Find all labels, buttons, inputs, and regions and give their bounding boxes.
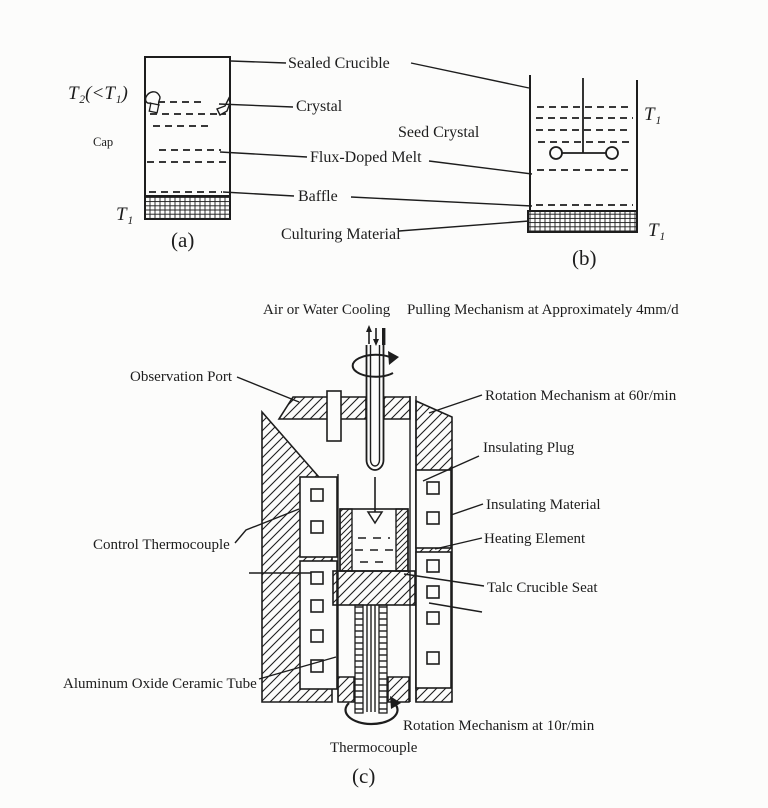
rotation-arrow-top-icon <box>351 351 399 378</box>
cooling-arrows-icon <box>366 325 386 346</box>
crystal-label: Crystal <box>296 98 343 115</box>
temp-bottom-b-label: T₁ <box>648 220 665 241</box>
culturing-material-label: Culturing Material <box>281 226 401 243</box>
panel-c-caption: (c) <box>352 764 375 788</box>
rotation-arrow-bottom-icon <box>344 696 401 726</box>
air-or-water-cooling-label: Air or Water Cooling <box>263 302 391 318</box>
insulating-material-label: Insulating Material <box>486 497 601 513</box>
observation-port-label: Observation Port <box>130 369 233 385</box>
temp-top-a-label: T₂(<T₁) <box>68 83 128 104</box>
aluminum-oxide-ceramic-tube-label: Aluminum Oxide Ceramic Tube <box>63 676 257 692</box>
shared-leader-lines <box>218 60 533 232</box>
heating-element-left-lower <box>299 560 338 690</box>
heating-element-label: Heating Element <box>484 531 586 547</box>
panel-b-caption: (b) <box>572 246 597 270</box>
talc-crucible-seat-label: Talc Crucible Seat <box>487 580 598 596</box>
pulling-mechanism-label: Pulling Mechanism at Approximately 4mm/d <box>407 302 679 318</box>
pulling-rod-tube <box>365 345 385 512</box>
thermocouple-label: Thermocouple <box>330 740 418 756</box>
flux-doped-melt-label: Flux-Doped Melt <box>310 149 422 166</box>
insulating-plug-label: Insulating Plug <box>483 440 575 456</box>
panel-a: T₂(<T₁) Cap T₁ (a) <box>68 56 231 252</box>
sealed-crucible-label: Sealed Crucible <box>288 55 390 72</box>
heating-element-right-upper <box>415 469 452 549</box>
crucible-melt-dashes <box>355 537 393 563</box>
shared-labels: Sealed Crucible Crystal Seed Crystal Flu… <box>218 55 533 243</box>
melt-dashes-b <box>536 106 633 206</box>
culturing-material-band-b <box>527 210 638 233</box>
seed-crystal-label: Seed Crystal <box>398 124 480 141</box>
inner-crucible <box>339 508 409 572</box>
rotation-mechanism-top-label: Rotation Mechanism at 60r/min <box>485 388 677 404</box>
baffle-label: Baffle <box>298 188 338 205</box>
cap-label: Cap <box>93 135 113 149</box>
panel-a-caption: (a) <box>171 228 194 252</box>
talc-crucible-seat-block <box>332 570 416 606</box>
panel-c-leader-lines <box>234 376 485 680</box>
crystal-right-shape <box>216 95 231 116</box>
seed-crystal-holder <box>549 78 619 160</box>
furnace-lid-left <box>277 396 367 420</box>
melt-dashes-a <box>147 101 226 193</box>
furnace-lid-right <box>383 396 411 420</box>
observation-port-tube <box>326 390 342 442</box>
thermocouple-tubes <box>354 604 388 714</box>
crystal-left-shape <box>144 91 161 114</box>
temp-top-b-label: T₁ <box>644 104 661 125</box>
heating-element-left-upper <box>299 476 338 558</box>
panel-c: Air or Water Cooling Pulling Mechanism a… <box>63 302 679 788</box>
rotation-mechanism-bottom-label: Rotation Mechanism at 10r/min <box>403 718 595 734</box>
bottom-block-left <box>337 676 355 703</box>
temp-bottom-a-label: T₁ <box>116 204 133 225</box>
culturing-material-band-a <box>144 195 231 220</box>
panel-b: T₁ T₁ (b) <box>527 75 665 270</box>
control-thermocouple-label: Control Thermocouple <box>93 537 230 553</box>
heating-element-right-lower <box>415 551 452 689</box>
